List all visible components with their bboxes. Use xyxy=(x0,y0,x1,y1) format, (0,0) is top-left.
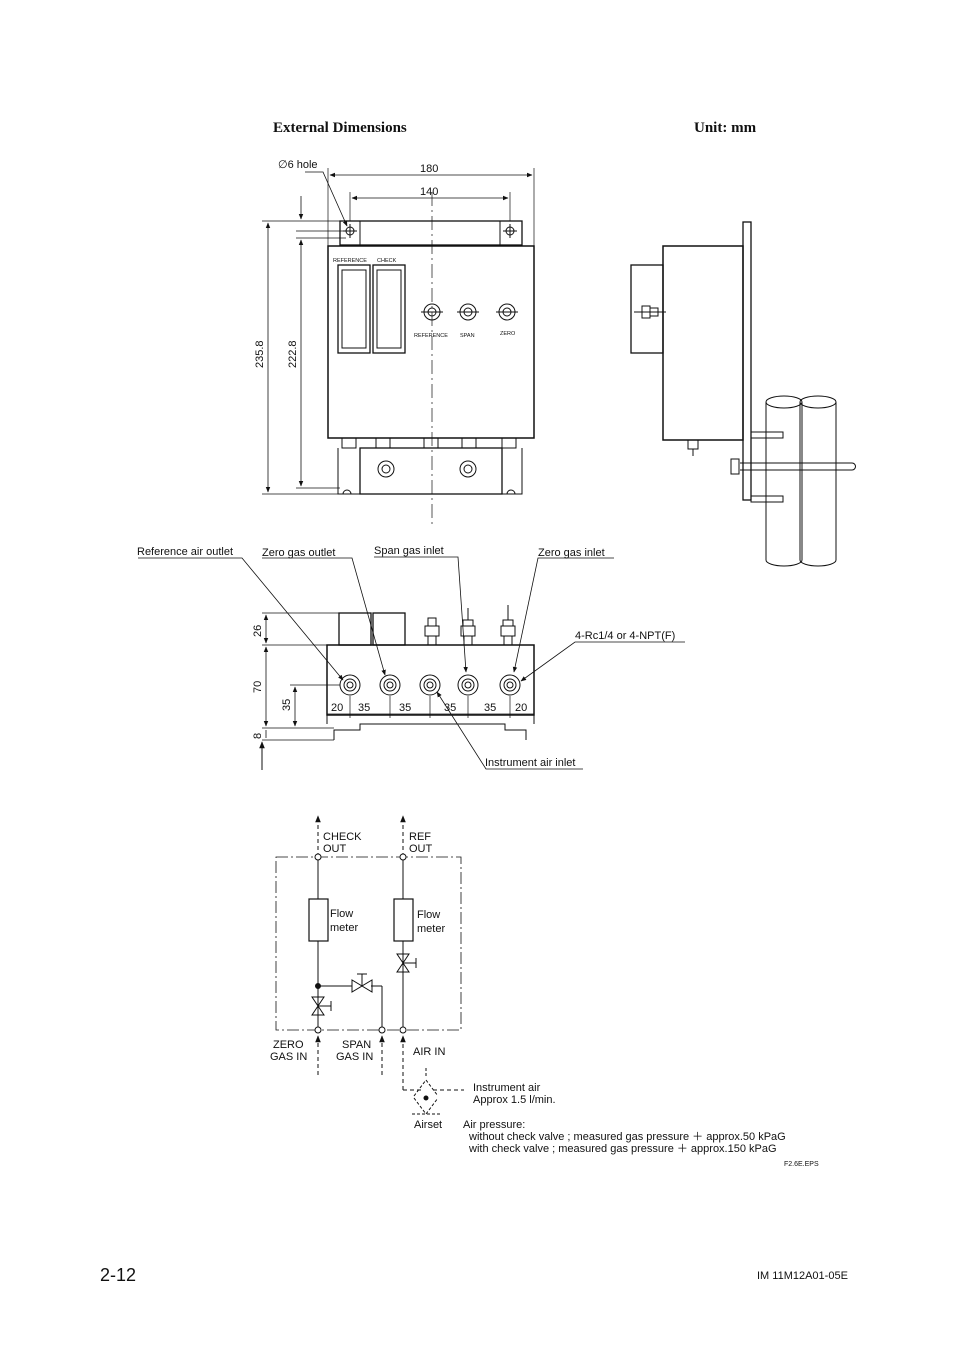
callout-instrument-air-inlet: Instrument air inlet xyxy=(485,757,575,769)
label-flow-meter-1b: meter xyxy=(330,922,358,934)
dim-8: 8 xyxy=(252,733,264,739)
callout-thread: 4-Rc1/4 or 4-NPT(F) xyxy=(575,630,675,642)
dim-235-8: 235.8 xyxy=(254,340,266,368)
front-view xyxy=(262,168,535,524)
valve-label-zero: ZERO xyxy=(500,331,516,337)
label-flow-meter-1a: Flow xyxy=(330,908,353,920)
label-air-pressure-with: with check valve ; measured gas pressure… xyxy=(468,1143,777,1155)
label-flow-meter-2a: Flow xyxy=(417,909,440,921)
label-zero-gas-in-2: GAS IN xyxy=(270,1051,307,1063)
label-air-pressure: Air pressure: xyxy=(463,1119,525,1131)
label-check-out-2: OUT xyxy=(323,843,347,855)
dim-35-b: 35 xyxy=(399,702,411,714)
page-title: External Dimensions xyxy=(273,120,407,136)
dim-35-d: 35 xyxy=(484,702,496,714)
document-id: IM 11M12A01-05E xyxy=(757,1270,848,1282)
label-flow-meter-2b: meter xyxy=(417,923,445,935)
dim-26: 26 xyxy=(252,625,264,637)
valve-label-reference: REFERENCE xyxy=(414,333,448,339)
schematic-nodes xyxy=(314,853,429,1101)
dim-35-c: 35 xyxy=(444,702,456,714)
label-span-gas-in-1: SPAN xyxy=(342,1039,371,1051)
label-ref-out-1: REF xyxy=(409,831,431,843)
callout-zero-gas-inlet: Zero gas inlet xyxy=(538,547,605,559)
valve-label-span: SPAN xyxy=(460,333,475,339)
label-check-out-1: CHECK xyxy=(323,831,362,843)
label-instrument-air-2: Approx 1.5 l/min. xyxy=(473,1094,556,1106)
dim-35-a: 35 xyxy=(358,702,370,714)
callout-zero-gas-outlet: Zero gas outlet xyxy=(262,547,335,559)
dim-222-8: 222.8 xyxy=(287,340,299,368)
label-zero-gas-in-1: ZERO xyxy=(273,1039,304,1051)
label-air-in: AIR IN xyxy=(413,1046,445,1058)
panel-label-reference: REFERENCE xyxy=(333,258,367,264)
label-ref-out-2: OUT xyxy=(409,843,433,855)
file-reference: F2.6E.EPS xyxy=(784,1161,819,1168)
hole-label: ∅6 hole xyxy=(278,159,318,171)
flow-schematic xyxy=(275,815,464,1115)
dim-180: 180 xyxy=(420,163,438,175)
dim-20-right: 20 xyxy=(515,702,527,714)
side-view xyxy=(630,221,856,567)
page-number: 2-12 xyxy=(100,1265,137,1285)
dim-20-left: 20 xyxy=(331,702,343,714)
bottom-view xyxy=(138,556,685,770)
label-air-pressure-without: without check valve ; measured gas press… xyxy=(468,1131,786,1143)
panel-label-check: CHECK xyxy=(377,258,397,264)
label-span-gas-in-2: GAS IN xyxy=(336,1051,373,1063)
dim-35-v: 35 xyxy=(281,699,293,711)
dim-70: 70 xyxy=(252,681,264,693)
unit-label: Unit: mm xyxy=(694,120,757,136)
dim-140: 140 xyxy=(420,186,438,198)
label-airset: Airset xyxy=(414,1119,442,1131)
callout-reference-air-outlet: Reference air outlet xyxy=(137,546,233,558)
label-instrument-air-1: Instrument air xyxy=(473,1082,541,1094)
callout-span-gas-inlet: Span gas inlet xyxy=(374,545,444,557)
